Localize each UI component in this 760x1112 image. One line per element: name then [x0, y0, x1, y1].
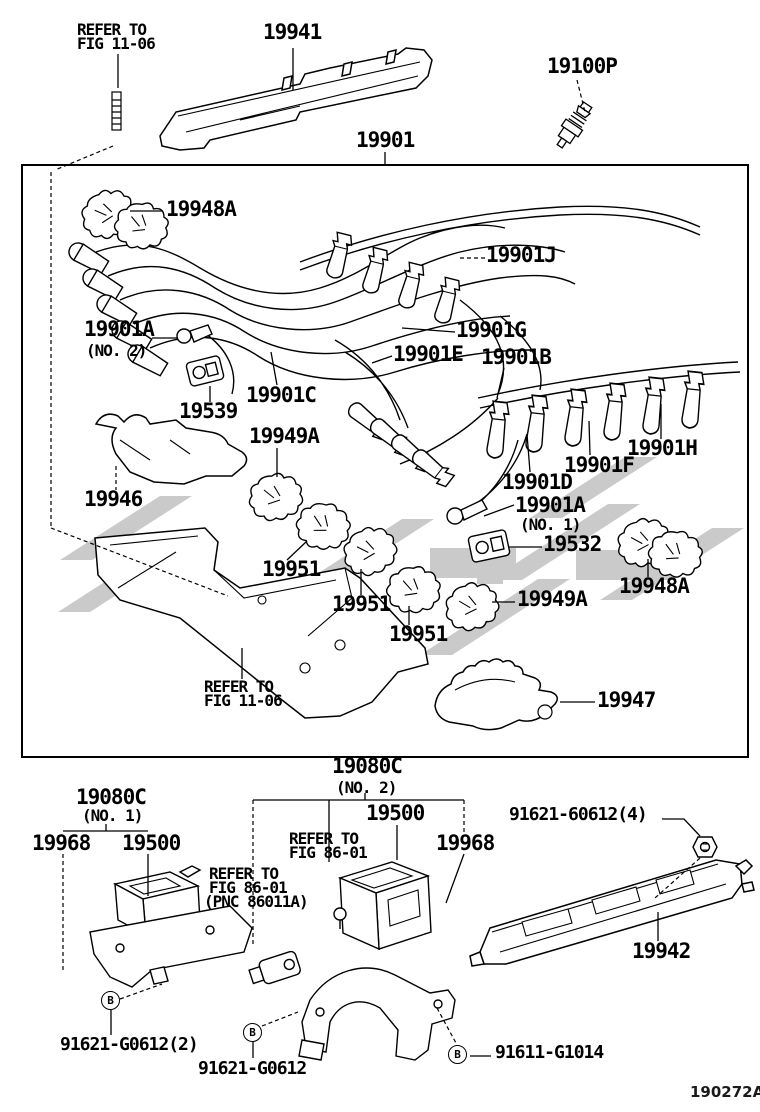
- callout-19947: 19947: [597, 688, 656, 712]
- callout-19951-1: 19951: [262, 557, 321, 581]
- callout-19080c-no1-note: (NO. 1): [82, 806, 143, 825]
- callout-19500-left: 19500: [122, 831, 181, 855]
- callout-19941: 19941: [263, 20, 322, 44]
- callout-19532: 19532: [543, 532, 602, 556]
- callout-19901e: 19901E: [393, 342, 464, 366]
- bolt-marker-b-1: B: [101, 991, 120, 1010]
- part-drawing-19500-no1: [89, 865, 253, 988]
- part-drawing-19500-no2: [333, 861, 432, 951]
- callout-19901h: 19901H: [627, 436, 698, 460]
- callout-19080c-no1: 19080C: [76, 785, 147, 809]
- dashed-guide-lines: [50, 79, 701, 1044]
- callout-19080c-no2: 19080C: [332, 754, 403, 778]
- callout-19539: 19539: [179, 399, 238, 423]
- figure-code: 190272A: [690, 1083, 760, 1101]
- callout-19949a-left: 19949A: [249, 424, 320, 448]
- part-drawing-igniter-86011a: [248, 950, 301, 985]
- callout-19100p: 19100P: [547, 54, 618, 78]
- part-drawing-connectors: [176, 324, 488, 525]
- callout-19946: 19946: [84, 487, 143, 511]
- note-refer-fig-86-01-right-line2: FIG 86-01: [289, 843, 368, 862]
- part-drawing-cord-set-wires: [95, 205, 741, 509]
- note-refer-fig-86-01-left-line1: REFER TO: [209, 864, 279, 883]
- bolt-icon: [692, 836, 718, 858]
- callout-19951-2: 19951: [332, 592, 391, 616]
- callout-19901g: 19901G: [456, 318, 527, 342]
- callout-19949a-right: 19949A: [517, 587, 588, 611]
- callout-19968-left: 19968: [32, 831, 91, 855]
- callout-19500-right: 19500: [366, 801, 425, 825]
- callout-19942: 19942: [632, 939, 691, 963]
- part-drawing-19941: [159, 47, 433, 151]
- part-drawing-stud: [111, 91, 122, 131]
- callout-19948a-right: 19948A: [619, 574, 690, 598]
- part-drawing-lower-bracket: [94, 527, 429, 719]
- bolt-marker-b-3: B: [448, 1045, 467, 1064]
- callout-91621-g0612-2: 91621-G0612(2): [60, 1034, 199, 1055]
- note-refer-fig-86-01-left-line2: FIG 86-01: [209, 878, 288, 897]
- note-refer-fig-11-06-top-line1: REFER TO: [77, 20, 147, 39]
- callout-19080c-no2-note: (NO. 2): [336, 778, 397, 797]
- callout-19901a-no2-note: (NO. 2): [86, 341, 147, 360]
- detail-box-border: [21, 164, 749, 758]
- note-refer-fig-11-06-bottom-line1: REFER TO: [204, 677, 274, 696]
- part-drawing-19942: [469, 859, 755, 967]
- callout-91621-g0612: 91621-G0612: [198, 1058, 307, 1079]
- callout-19901a-no1-note: (NO. 1): [520, 515, 581, 534]
- part-drawing-19947: [434, 658, 558, 731]
- leader-lines: [63, 48, 701, 1058]
- note-refer-fig-11-06-top-line2: FIG 11-06: [77, 34, 156, 53]
- part-drawing-19532: [467, 529, 511, 563]
- callout-19901b: 19901B: [481, 345, 552, 369]
- callout-19901d: 19901D: [502, 470, 573, 494]
- part-drawing-19946: [94, 413, 248, 485]
- callout-19968-right: 19968: [436, 831, 495, 855]
- callout-91621-60612-4: 91621-60612(4): [509, 804, 648, 825]
- note-pnc-86011a: (PNC 86011A): [204, 892, 309, 911]
- callout-19951-3: 19951: [389, 622, 448, 646]
- callout-19948a-left: 19948A: [166, 197, 237, 221]
- callout-19901a-no2: 19901A: [84, 317, 155, 341]
- callout-19901: 19901: [356, 128, 415, 152]
- callout-91611-g1014: 91611-G1014: [495, 1042, 604, 1063]
- bolt-marker-b-2: B: [243, 1023, 262, 1042]
- part-drawing-19539: [185, 355, 225, 387]
- callout-19901a-no1: 19901A: [515, 493, 586, 517]
- callout-19901f: 19901F: [564, 453, 635, 477]
- callout-19901j: 19901J: [486, 243, 557, 267]
- part-drawing-19100p: [556, 101, 593, 149]
- callout-19901c: 19901C: [246, 383, 317, 407]
- note-refer-fig-11-06-bottom-line2: FIG 11-06: [204, 691, 283, 710]
- part-drawing-19968-no2-bracket: [298, 967, 456, 1061]
- note-refer-fig-86-01-right-line1: REFER TO: [289, 829, 359, 848]
